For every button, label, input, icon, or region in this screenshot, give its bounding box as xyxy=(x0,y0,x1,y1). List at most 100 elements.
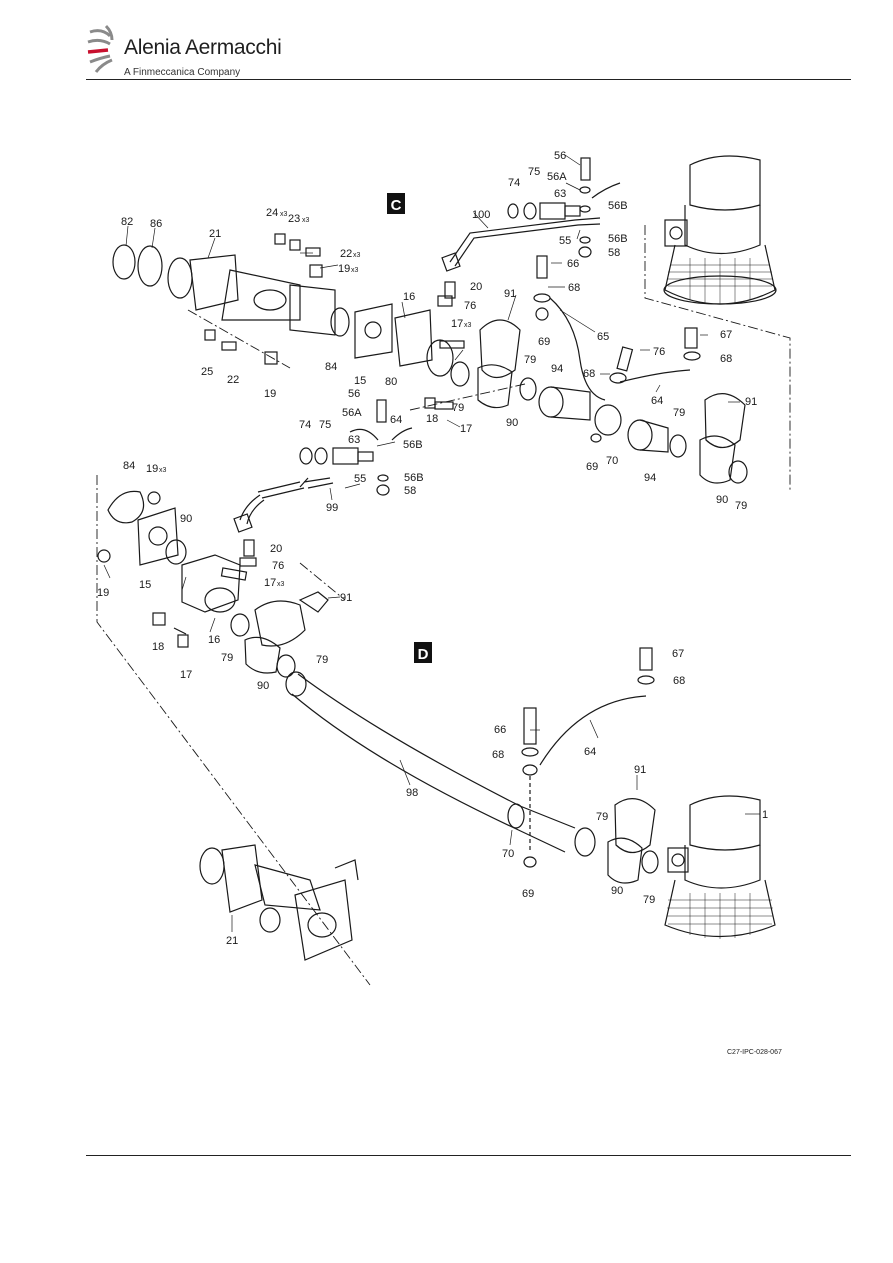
svg-text:56A: 56A xyxy=(342,407,362,419)
svg-text:22: 22 xyxy=(340,248,352,260)
bonding-strap-top xyxy=(533,255,701,401)
svg-text:19: 19 xyxy=(338,263,350,275)
svg-text:17: 17 xyxy=(180,669,192,681)
pipe-98 xyxy=(285,671,596,857)
svg-text:D: D xyxy=(418,646,429,663)
svg-text:16: 16 xyxy=(208,634,220,646)
svg-text:21: 21 xyxy=(209,228,221,240)
svg-text:79: 79 xyxy=(643,894,655,906)
svg-text:79: 79 xyxy=(735,500,747,512)
svg-text:65: 65 xyxy=(597,331,609,343)
svg-text:64: 64 xyxy=(584,746,596,758)
svg-text:x3: x3 xyxy=(464,322,472,329)
svg-text:56B: 56B xyxy=(608,233,628,245)
svg-text:x3: x3 xyxy=(353,252,361,259)
svg-text:90: 90 xyxy=(506,417,518,429)
svg-text:68: 68 xyxy=(583,368,595,380)
svg-text:25: 25 xyxy=(201,366,213,378)
svg-text:56A: 56A xyxy=(547,171,567,183)
svg-text:17: 17 xyxy=(264,577,276,589)
svg-text:21: 21 xyxy=(226,935,238,947)
svg-text:90: 90 xyxy=(611,885,623,897)
callout-labels: 82 86 21 24 x3 23 x3 22 x3 19 x3 25 22 1… xyxy=(97,150,768,947)
bonding-strap-lower xyxy=(521,647,655,868)
svg-text:C: C xyxy=(391,197,402,214)
svg-text:98: 98 xyxy=(406,787,418,799)
svg-text:79: 79 xyxy=(673,407,685,419)
svg-text:94: 94 xyxy=(644,472,656,484)
svg-text:68: 68 xyxy=(492,749,504,761)
manifold-21-detail xyxy=(199,844,359,961)
svg-text:79: 79 xyxy=(524,354,536,366)
leader-lines xyxy=(103,154,760,932)
svg-text:99: 99 xyxy=(326,502,338,514)
svg-text:67: 67 xyxy=(672,648,684,660)
footer-rule xyxy=(86,1155,851,1156)
svg-text:90: 90 xyxy=(716,494,728,506)
svg-text:x3: x3 xyxy=(280,211,288,218)
svg-text:18: 18 xyxy=(152,641,164,653)
svg-text:66: 66 xyxy=(567,258,579,270)
svg-text:1: 1 xyxy=(762,809,768,821)
brand-tagline: A Finmeccanica Company xyxy=(124,67,241,78)
svg-text:90: 90 xyxy=(257,680,269,692)
fasteners-top-left xyxy=(204,233,465,410)
svg-text:17: 17 xyxy=(451,318,463,330)
svg-text:91: 91 xyxy=(504,288,516,300)
svg-text:90: 90 xyxy=(180,513,192,525)
svg-text:15: 15 xyxy=(354,375,366,387)
view-c-label: C xyxy=(387,193,405,214)
svg-text:58: 58 xyxy=(608,247,620,259)
svg-text:70: 70 xyxy=(502,848,514,860)
svg-text:63: 63 xyxy=(554,188,566,200)
svg-text:69: 69 xyxy=(538,336,550,348)
svg-text:56: 56 xyxy=(348,388,360,400)
fitting-stack-top xyxy=(507,157,621,258)
svg-text:x3: x3 xyxy=(302,217,310,224)
svg-text:68: 68 xyxy=(720,353,732,365)
svg-text:67: 67 xyxy=(720,329,732,341)
clamp-91-90-lower-b xyxy=(607,798,659,884)
svg-text:56B: 56B xyxy=(404,472,424,484)
svg-text:x3: x3 xyxy=(351,267,359,274)
svg-text:79: 79 xyxy=(316,654,328,666)
svg-text:19: 19 xyxy=(264,388,276,400)
svg-text:56B: 56B xyxy=(403,439,423,451)
svg-text:91: 91 xyxy=(634,764,646,776)
header-rule xyxy=(86,79,851,80)
svg-text:55: 55 xyxy=(354,473,366,485)
svg-text:17: 17 xyxy=(460,423,472,435)
svg-text:64: 64 xyxy=(651,395,663,407)
svg-text:20: 20 xyxy=(270,543,282,555)
view-d-boundary xyxy=(96,475,371,986)
clamp-91-90-top-b xyxy=(699,393,748,484)
figure-code: C27-IPC-028-067 xyxy=(727,1049,782,1056)
svg-text:16: 16 xyxy=(403,291,415,303)
engine-housing-lower xyxy=(664,795,776,939)
svg-text:84: 84 xyxy=(325,361,337,373)
gasket-84-lower xyxy=(107,490,161,524)
brand-name: Alenia Aermacchi xyxy=(124,36,282,59)
page-header: Alenia Aermacchi A Finmeccanica Company xyxy=(0,0,893,82)
svg-text:68: 68 xyxy=(673,675,685,687)
svg-text:69: 69 xyxy=(522,888,534,900)
svg-text:91: 91 xyxy=(745,396,757,408)
svg-text:58: 58 xyxy=(404,485,416,497)
sleeve-94-70-top xyxy=(538,386,687,458)
svg-text:55: 55 xyxy=(559,235,571,247)
svg-text:15: 15 xyxy=(139,579,151,591)
svg-text:x3: x3 xyxy=(277,581,285,588)
svg-text:79: 79 xyxy=(452,402,464,414)
elbow-16-top xyxy=(394,309,470,387)
alenia-logo-icon xyxy=(87,24,114,73)
svg-text:56B: 56B xyxy=(608,200,628,212)
svg-text:56: 56 xyxy=(554,150,566,162)
svg-text:63: 63 xyxy=(348,434,360,446)
svg-text:24: 24 xyxy=(266,207,278,219)
engine-housing-top xyxy=(663,155,777,305)
manifold-21-top xyxy=(112,244,350,337)
svg-text:75: 75 xyxy=(319,419,331,431)
svg-text:23: 23 xyxy=(288,213,300,225)
svg-text:100: 100 xyxy=(472,209,490,221)
